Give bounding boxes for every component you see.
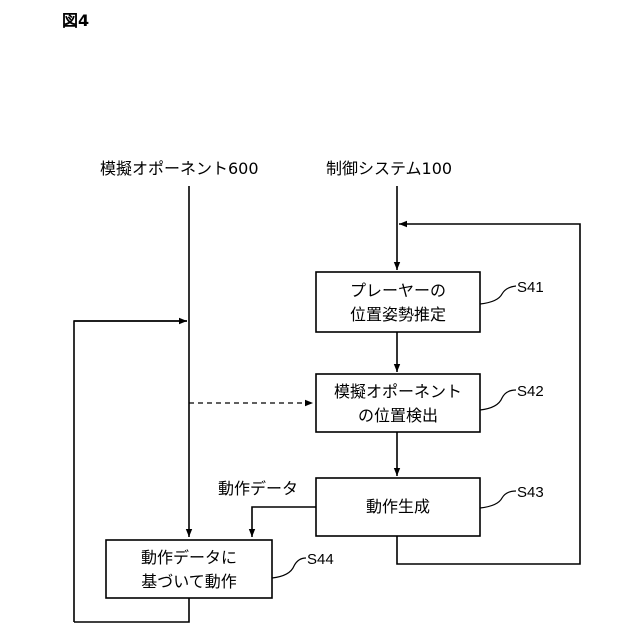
step-s41-line2: 位置姿勢推定 (350, 305, 446, 324)
step-s43-line1: 動作生成 (366, 497, 430, 516)
step-s44-line2: 基づいて動作 (141, 572, 237, 591)
step-s44-leader (272, 558, 306, 578)
left-loop-bottom-line (74, 598, 189, 622)
step-s41-line1: プレーヤーの (350, 281, 446, 300)
step-s43-leader (480, 491, 516, 508)
step-s42-leader (480, 390, 516, 410)
figure-title: 図4 (62, 11, 89, 30)
step-s43-id: S43 (517, 484, 544, 501)
step-s44-id: S44 (307, 551, 334, 568)
step-s41-leader (480, 286, 516, 304)
arrow-s43-to-s44 (252, 507, 316, 537)
lane-header-simulated-opponent: 模擬オポーネント600 (100, 159, 259, 178)
step-s44-line1: 動作データに (141, 548, 237, 567)
motion-data-label: 動作データ (218, 479, 298, 498)
step-s41-id: S41 (517, 279, 544, 296)
step-s42-id: S42 (517, 383, 544, 400)
step-s42-line1: 模擬オポーネント (334, 382, 462, 401)
step-s42-line2: の位置検出 (358, 406, 438, 425)
lane-header-control-system: 制御システム100 (326, 159, 452, 178)
